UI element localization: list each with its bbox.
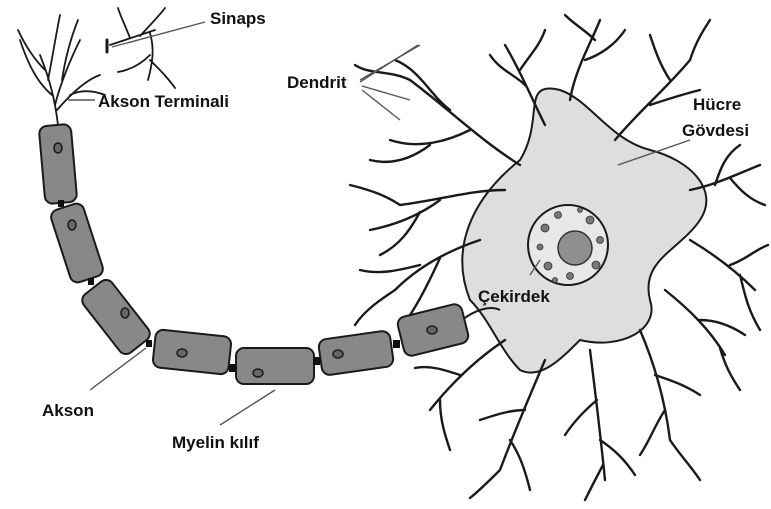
axon-terminal: [18, 15, 105, 125]
myelin-segment: [152, 329, 232, 375]
myelin-segment: [236, 348, 314, 384]
label-myelin: Myelin kılıf: [172, 433, 259, 452]
myelin-segment: [318, 330, 394, 376]
label-synapse: Sinaps: [210, 9, 266, 28]
myelin-sheath: [39, 124, 470, 384]
synapse-target: [107, 8, 175, 88]
label-axon-terminal: Akson Terminali: [98, 92, 229, 111]
nucleus: [528, 205, 608, 285]
myelin-segment: [49, 202, 105, 285]
label-cell-body-line1: Hücre: [693, 95, 741, 114]
myelin-segment: [79, 277, 153, 357]
label-dendrite: Dendrit: [287, 73, 347, 92]
label-axon: Akson: [42, 401, 94, 420]
label-nucleus: Çekirdek: [478, 287, 550, 306]
myelin-segment: [39, 124, 78, 204]
label-cell-body-line2: Gövdesi: [682, 121, 749, 140]
